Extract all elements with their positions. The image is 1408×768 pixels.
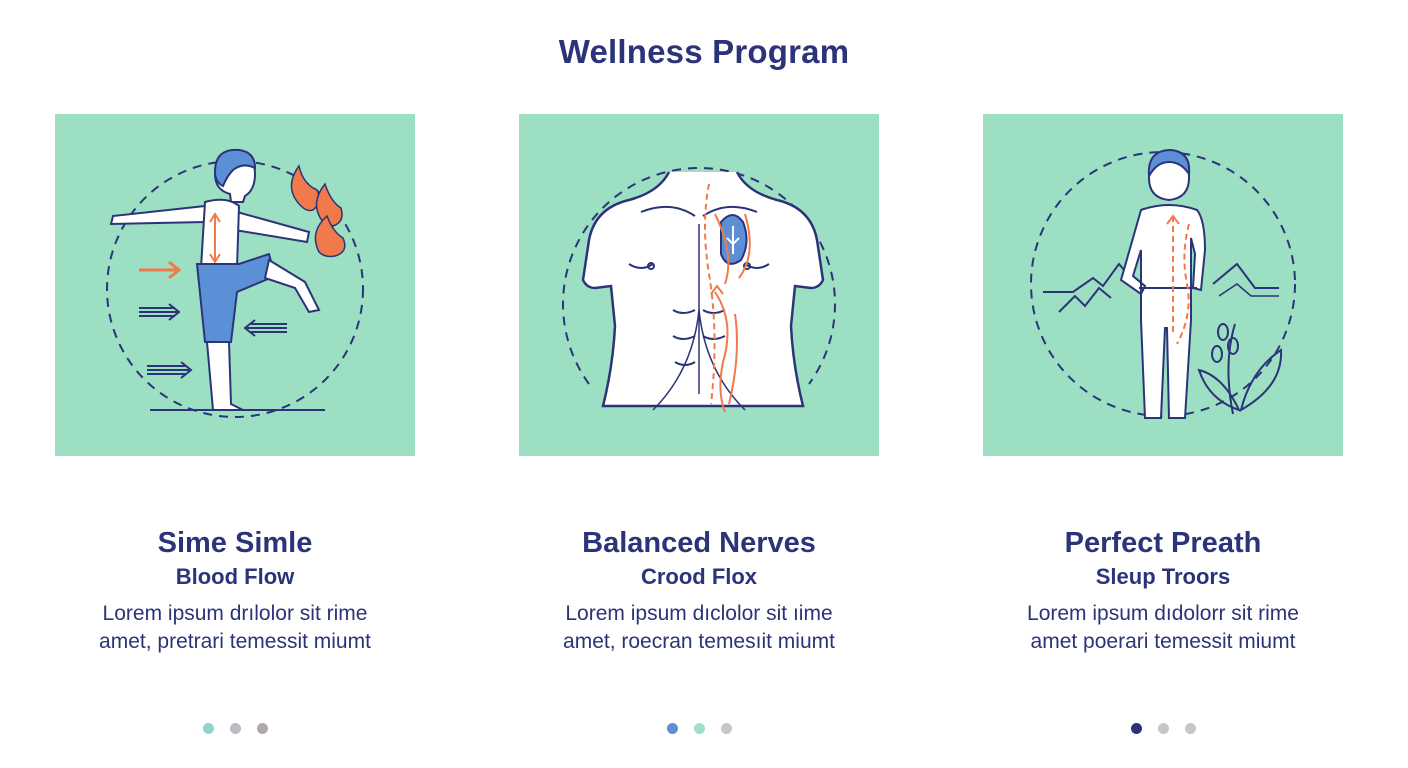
card-subtitle: Sleup Troors — [1095, 564, 1231, 589]
card-description-line: amet, roecran temesıit miumt — [563, 630, 835, 653]
program-card-breath[interactable]: Perfect Preath Sleup Troors Lorem ipsum … — [983, 114, 1343, 735]
program-card-blood-flow[interactable]: Sime Simle Blood Flow Lorem ipsum drılol… — [55, 114, 415, 735]
card-description-line: amet, pretrari temessit miumt — [99, 630, 371, 653]
card-description: Lorem ipsum dıdolorr sit rime amet poera… — [983, 600, 1343, 656]
torso-anatomy-icon — [519, 114, 879, 456]
card-description-line: Lorem ipsum drılolor sit rime — [102, 602, 368, 625]
pagination-dot[interactable] — [1184, 723, 1196, 735]
card-description: Lorem ipsum drılolor sit rime amet, pret… — [55, 600, 415, 656]
card-title: Sime Simle — [157, 527, 313, 559]
pagination-dot[interactable] — [229, 723, 241, 735]
card-title: Perfect Preath — [1064, 527, 1262, 559]
pagination-dots — [519, 720, 879, 735]
pagination-dot[interactable] — [720, 723, 732, 735]
card-subtitle: Crood Flox — [640, 564, 758, 589]
pagination-dot[interactable] — [666, 723, 678, 735]
pagination-dot[interactable] — [256, 723, 268, 735]
pagination-dot[interactable] — [693, 723, 705, 735]
person-nature-icon — [983, 114, 1343, 456]
person-balance-icon — [55, 114, 415, 456]
pagination-dots — [55, 720, 415, 735]
card-description-line: Lorem ipsum dıdolorr sit rime — [1027, 602, 1299, 625]
page-title: Wellness Program — [558, 33, 850, 70]
card-subtitle: Blood Flow — [175, 564, 295, 589]
card-description-line: amet poerari temessit miumt — [1030, 630, 1296, 653]
pagination-dot[interactable] — [1157, 723, 1169, 735]
pagination-dots — [983, 720, 1343, 735]
card-description-line: Lorem ipsum dıclolor sit ıime — [565, 602, 833, 625]
card-title: Balanced Nerves — [582, 527, 816, 559]
pagination-dot[interactable] — [1130, 723, 1142, 735]
pagination-dot[interactable] — [202, 723, 214, 735]
program-card-nerves[interactable]: Balanced Nerves Crood Flox Lorem ipsum d… — [519, 114, 879, 735]
card-description: Lorem ipsum dıclolor sit ıime amet, roec… — [519, 600, 879, 656]
